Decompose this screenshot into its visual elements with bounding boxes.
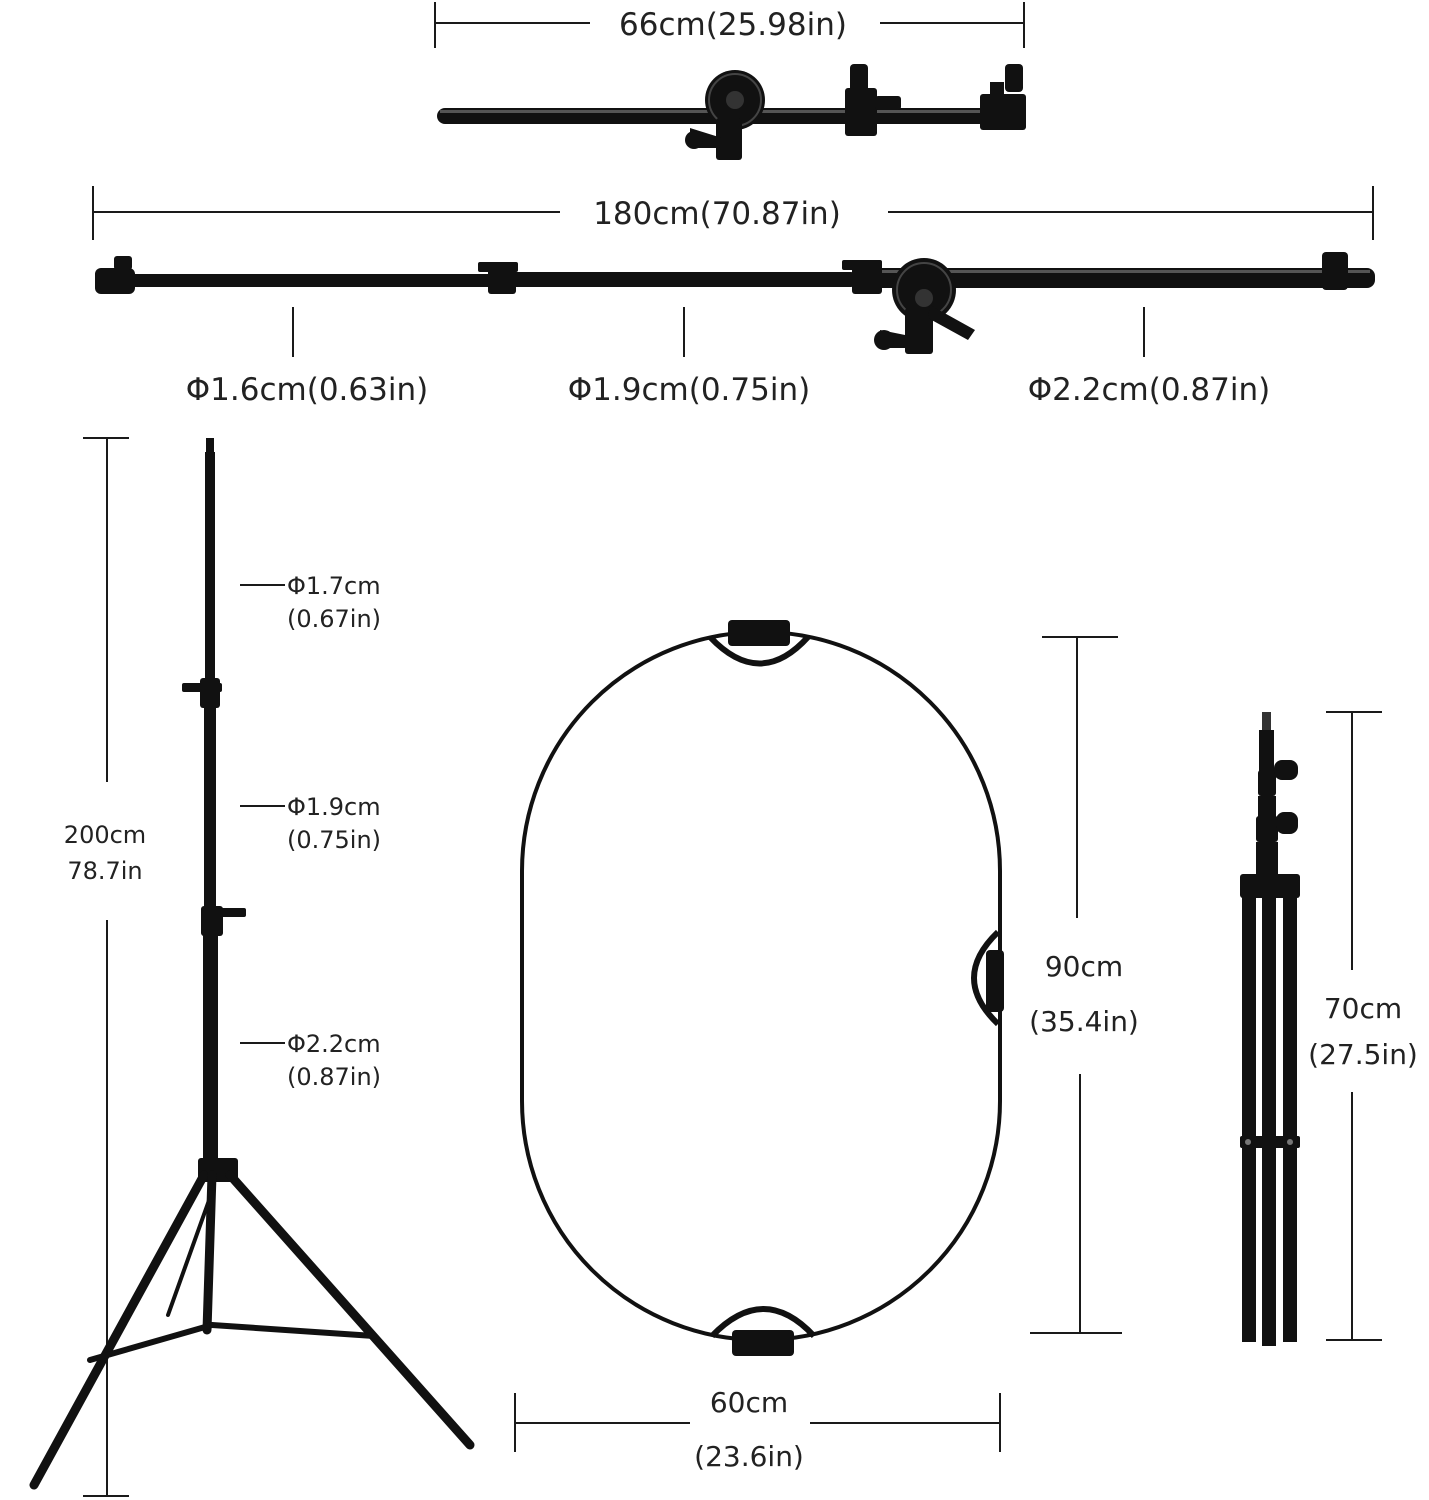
boom-diameter-ticks [292,307,1145,357]
reflector-height-cm-label: 90cm [1045,950,1123,983]
reflector-holder-stand-icon [1240,712,1300,1346]
reflector-icon [520,620,1004,1356]
light-stand-height-cm-label: 200cm [64,821,146,849]
short-boom-dimension-line [434,2,1025,48]
reflector-height-dimension [1030,636,1122,1334]
light-stand-height-dimension [83,437,129,1497]
short-boom-length-label: 66cm(25.98in) [619,7,847,43]
light-stand-middle-diameter-cm: Φ1.9cm [287,793,381,821]
reflector-height-in-label: (35.4in) [1029,1005,1139,1038]
light-stand-icon [29,438,475,1490]
light-stand-bottom-diameter-in: (0.87in) [287,1063,381,1091]
light-stand-top-diameter-cm: Φ1.7cm [287,572,381,600]
light-stand-bottom-diameter-cm: Φ2.2cm [287,1030,381,1058]
long-boom-length-label: 180cm(70.87in) [593,196,841,232]
boom-arm-short-icon [437,64,1026,160]
light-stand-top-diameter-in: (0.67in) [287,605,381,633]
reflector-width-dimension [514,1393,1001,1452]
small-stand-height-cm-label: 70cm [1324,992,1402,1025]
boom-diameter-middle-label: Φ1.9cm(0.75in) [568,372,810,408]
long-boom-dimension-line [92,186,1374,240]
light-stand-height-in-label: 78.7in [67,857,142,885]
reflector-width-cm-label: 60cm [710,1386,788,1419]
reflector-width-in-label: (23.6in) [694,1440,804,1473]
small-stand-height-dimension [1326,711,1382,1341]
boom-diameter-thick-label: Φ2.2cm(0.87in) [1028,372,1270,408]
small-stand-height-in-label: (27.5in) [1308,1038,1418,1071]
light-stand-section-leaders [240,584,285,1044]
boom-diameter-thin-label: Φ1.6cm(0.63in) [186,372,428,408]
light-stand-middle-diameter-in: (0.75in) [287,826,381,854]
boom-arm-long-icon [95,252,1375,354]
